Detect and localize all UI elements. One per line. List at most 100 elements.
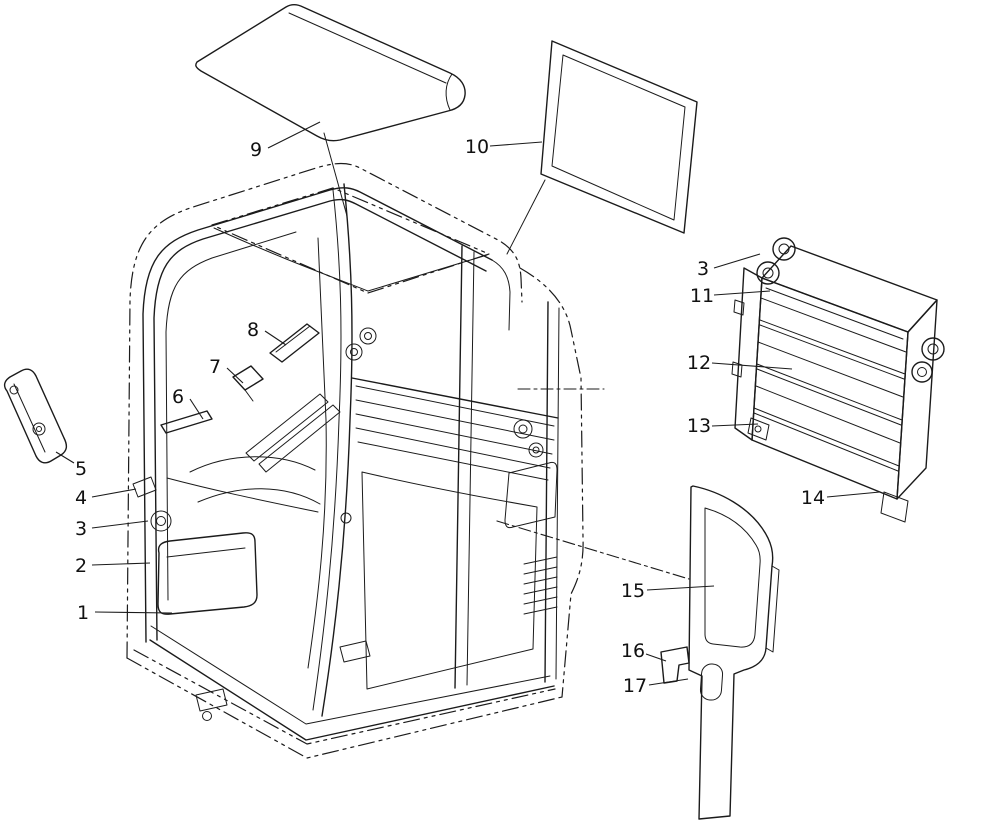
leader-14 bbox=[826, 491, 881, 498]
rear-pillar-outer bbox=[544, 301, 549, 683]
leader-16 bbox=[645, 653, 667, 662]
cab-outline-front bbox=[126, 162, 523, 659]
console-strut-2 bbox=[258, 404, 341, 473]
window-outer-frame bbox=[540, 40, 698, 234]
floor-pad-2 bbox=[339, 640, 371, 663]
hinge-bolts bbox=[150, 327, 544, 721]
leader-5 bbox=[55, 451, 75, 464]
leader-12 bbox=[711, 362, 793, 370]
part-label-16: 16 bbox=[621, 640, 645, 662]
part-label-8: 8 bbox=[247, 319, 259, 341]
roof-install-line bbox=[323, 132, 348, 217]
clamp-part13 bbox=[747, 417, 770, 441]
side-window-rail bbox=[355, 399, 555, 441]
windshield-frame-right bbox=[307, 237, 327, 669]
part-labels: 9 10 3 11 12 13 14 15 16 17 5 4 3 2 1 8 … bbox=[75, 136, 825, 697]
vent-louvers bbox=[523, 556, 558, 615]
rear-panel-right-face bbox=[896, 299, 938, 500]
floor-pad bbox=[195, 688, 228, 712]
roof-rail-outer bbox=[142, 187, 493, 643]
window-inner-frame bbox=[551, 54, 686, 221]
leader-7 bbox=[226, 367, 244, 384]
bracket-part5-outline bbox=[3, 368, 68, 464]
part-label-7: 7 bbox=[209, 356, 221, 378]
leader-4 bbox=[91, 488, 137, 498]
part-label-5: 5 bbox=[75, 458, 87, 480]
leader-3-left bbox=[91, 520, 149, 529]
part-label-12: 12 bbox=[687, 352, 711, 374]
leader-6 bbox=[189, 398, 204, 420]
floor-edge bbox=[149, 639, 555, 741]
side-window-rail bbox=[355, 413, 553, 455]
rear-panel-foot-part14 bbox=[880, 491, 909, 523]
leader-8 bbox=[264, 330, 287, 346]
leader-13 bbox=[711, 423, 759, 427]
part-label-13: 13 bbox=[687, 415, 711, 437]
windshield-frame-left bbox=[165, 231, 297, 601]
roof-opening-outline bbox=[211, 187, 490, 294]
bracket-part7-tail bbox=[244, 389, 254, 402]
seat-curve bbox=[189, 456, 316, 473]
cab-outline-bottom-inner bbox=[133, 649, 556, 745]
b-pillar-outer bbox=[321, 183, 353, 717]
bracket-part5-rib bbox=[13, 383, 46, 453]
clamp-bolt bbox=[754, 425, 762, 433]
part-label-10: 10 bbox=[465, 136, 489, 158]
rear-panel-left-flange bbox=[734, 267, 763, 441]
side-window-rail bbox=[355, 427, 551, 469]
cab-outline-bottom bbox=[126, 657, 563, 759]
rear-panel-drawing bbox=[731, 237, 945, 523]
leader-3-right bbox=[713, 253, 761, 269]
flange-tab-upper bbox=[733, 299, 745, 316]
mount-bolts-part3 bbox=[756, 237, 796, 285]
rear-pillar-inner bbox=[555, 307, 560, 680]
leader-11 bbox=[713, 290, 771, 296]
part-label-14: 14 bbox=[801, 487, 825, 509]
bracket-part4 bbox=[132, 476, 157, 498]
roof-panel-edge bbox=[288, 12, 447, 84]
console-panel-detail bbox=[166, 547, 246, 558]
leader-lines bbox=[55, 121, 881, 686]
c-pillar-outer bbox=[454, 245, 463, 689]
chain-line-to-pillar bbox=[496, 520, 690, 580]
bracket-part5-drawing bbox=[3, 368, 68, 464]
rear-panel-top-inner bbox=[765, 287, 904, 340]
roof-corner-right bbox=[491, 259, 511, 331]
console-strut bbox=[245, 393, 329, 462]
window-panel-drawing bbox=[506, 40, 698, 255]
roof-opening-rear-edge bbox=[213, 227, 488, 292]
leader-15 bbox=[646, 585, 715, 591]
part-label-2: 2 bbox=[75, 555, 87, 577]
leader-10 bbox=[489, 141, 543, 147]
bracket-hole-center bbox=[36, 426, 42, 432]
part-label-17: 17 bbox=[623, 675, 647, 697]
roof-panel-curl bbox=[445, 73, 453, 111]
part-label-11: 11 bbox=[690, 285, 714, 307]
rear-panel-louvers bbox=[753, 297, 907, 472]
pillar-edge-thickness bbox=[765, 565, 780, 653]
cab-frame-drawing bbox=[126, 162, 584, 759]
seat-curve-lower bbox=[197, 488, 321, 505]
part-label-3-left: 3 bbox=[75, 518, 87, 540]
leader-2 bbox=[91, 562, 151, 566]
part-label-9: 9 bbox=[250, 139, 262, 161]
strip-part8 bbox=[269, 323, 320, 363]
leader-9 bbox=[267, 121, 321, 149]
part-label-4: 4 bbox=[75, 487, 87, 509]
assembly-reference-lines bbox=[496, 388, 690, 580]
console-panel-part2 bbox=[157, 532, 258, 615]
pillar-window-opening bbox=[704, 507, 761, 648]
bracket-part7 bbox=[232, 365, 264, 391]
side-window-rail bbox=[357, 441, 549, 481]
leader-17 bbox=[648, 678, 689, 686]
side-window-rail bbox=[355, 385, 555, 427]
door-outline bbox=[361, 471, 538, 690]
side-window-top-rail bbox=[351, 377, 559, 419]
strip-part8-detail bbox=[275, 325, 311, 353]
part-label-1: 1 bbox=[77, 602, 89, 624]
grommet-part17 bbox=[699, 663, 724, 701]
roof-panel-outline bbox=[195, 4, 466, 142]
